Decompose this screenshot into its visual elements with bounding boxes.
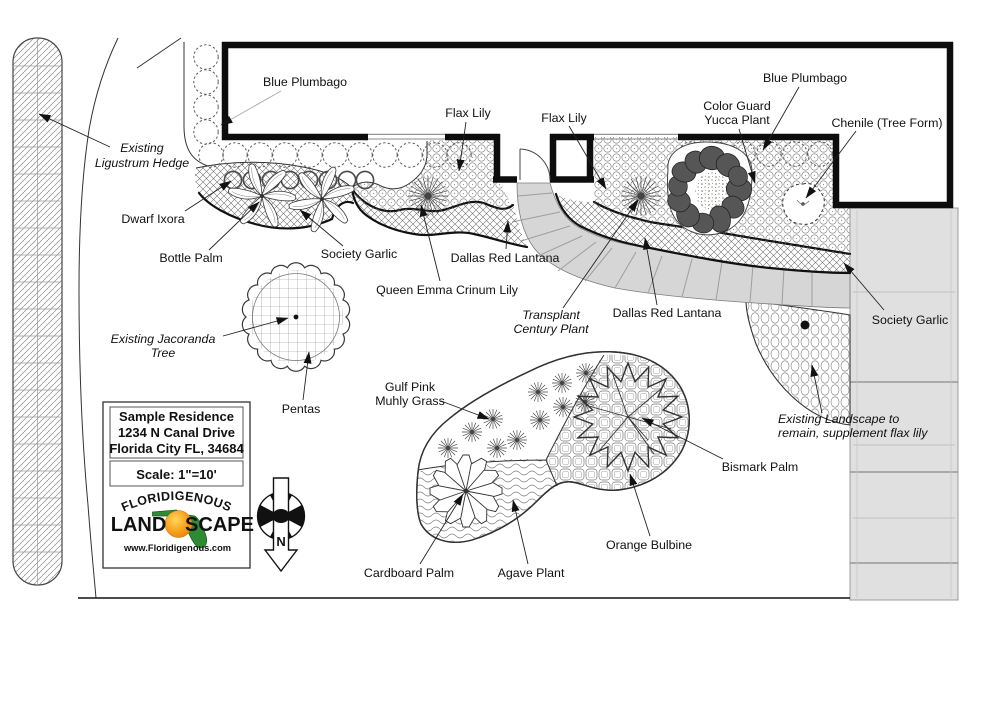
client-city: Florida City FL, 34684 <box>109 441 244 456</box>
island-bed <box>416 350 690 543</box>
label-jacoranda-1: Existing Jacoranda <box>111 332 216 346</box>
label-orange-bulbine: Orange Bulbine <box>606 538 692 552</box>
corner-bed-existing-landscape <box>745 299 851 426</box>
label-transplant-1: Transplant <box>522 308 580 322</box>
label-bottle-palm: Bottle Palm <box>159 251 222 265</box>
label-dwarf-ixora: Dwarf Ixora <box>121 212 184 226</box>
label-landscape-note-2: remain, supplement flax lily <box>778 426 928 440</box>
driveway <box>849 207 959 601</box>
label-society-garlic-right: Society Garlic <box>872 313 948 327</box>
label-dallas-lantana-left: Dallas Red Lantana <box>451 251 560 265</box>
century-plant-symbol <box>620 175 662 217</box>
building-outline <box>221 41 954 209</box>
label-color-guard-2: Yucca Plant <box>704 113 770 127</box>
label-ligustrum-2: Ligustrum Hedge <box>95 156 189 170</box>
logo-word-land: LAND <box>111 514 167 536</box>
client-name: Sample Residence <box>119 409 234 424</box>
walkway-score-lines <box>511 192 813 306</box>
logo-website: www.Floridigenous.com <box>123 543 231 553</box>
label-agave-plant: Agave Plant <box>498 566 565 580</box>
entry-door-arc <box>519 148 551 181</box>
island-bed-outline-top <box>416 350 690 543</box>
label-pentas: Pentas <box>282 402 321 416</box>
label-landscape-note-1: Existing Landscape to <box>778 412 899 426</box>
label-transplant-2: Century Plant <box>513 322 589 336</box>
leader-lines <box>38 86 885 565</box>
north-arrow <box>263 477 299 573</box>
existing-ligustrum-hedge-shape <box>12 37 63 586</box>
label-blue-plumbago-right: Blue Plumbago <box>763 71 847 85</box>
jacaranda-tree-symbol <box>241 262 351 372</box>
label-flax-lily-left: Flax Lily <box>445 106 491 120</box>
north-compass: N <box>256 477 306 573</box>
street-curb-line <box>78 37 119 599</box>
client-address: 1234 N Canal Drive <box>118 425 235 440</box>
plumbago-bed-edge <box>183 42 209 167</box>
logo-word-scape: SCAPE <box>185 514 254 536</box>
label-chenile: Chenile (Tree Form) <box>831 116 942 130</box>
boulder-cluster <box>663 141 756 236</box>
dallas-lantana-bed-west <box>350 186 529 249</box>
property-corner-line <box>136 37 182 69</box>
plant-labels: Blue Plumbago Flax Lily Flax Lily Color … <box>95 71 948 580</box>
label-muhly-2: Muhly Grass <box>375 394 445 408</box>
cardboard-palm-symbol <box>429 454 503 528</box>
label-society-garlic-left: Society Garlic <box>321 247 397 261</box>
existing-tree-dot <box>800 320 810 330</box>
orange-fruit-icon <box>164 510 193 538</box>
compass-north-label: N <box>276 534 285 549</box>
label-dallas-lantana-right: Dallas Red Lantana <box>613 306 722 320</box>
label-color-guard-1: Color Guard <box>703 99 771 113</box>
paver-walkway <box>511 182 851 309</box>
label-queen-emma: Queen Emma Crinum Lily <box>376 283 519 297</box>
label-bismark-palm: Bismark Palm <box>722 460 798 474</box>
label-cardboard-palm: Cardboard Palm <box>364 566 454 580</box>
label-ligustrum-1: Existing <box>120 141 163 155</box>
label-jacoranda-2: Tree <box>151 346 176 360</box>
title-block: Sample Residence 1234 N Canal Drive Flor… <box>102 401 254 569</box>
label-muhly-1: Gulf Pink <box>385 380 436 394</box>
orange-bulbine-area <box>546 354 690 491</box>
label-blue-plumbago-left: Blue Plumbago <box>263 75 347 89</box>
label-flax-lily-center: Flax Lily <box>541 111 587 125</box>
scale-note: Scale: 1"=10' <box>136 467 216 482</box>
queen-emma-crinum-symbol <box>407 175 449 217</box>
